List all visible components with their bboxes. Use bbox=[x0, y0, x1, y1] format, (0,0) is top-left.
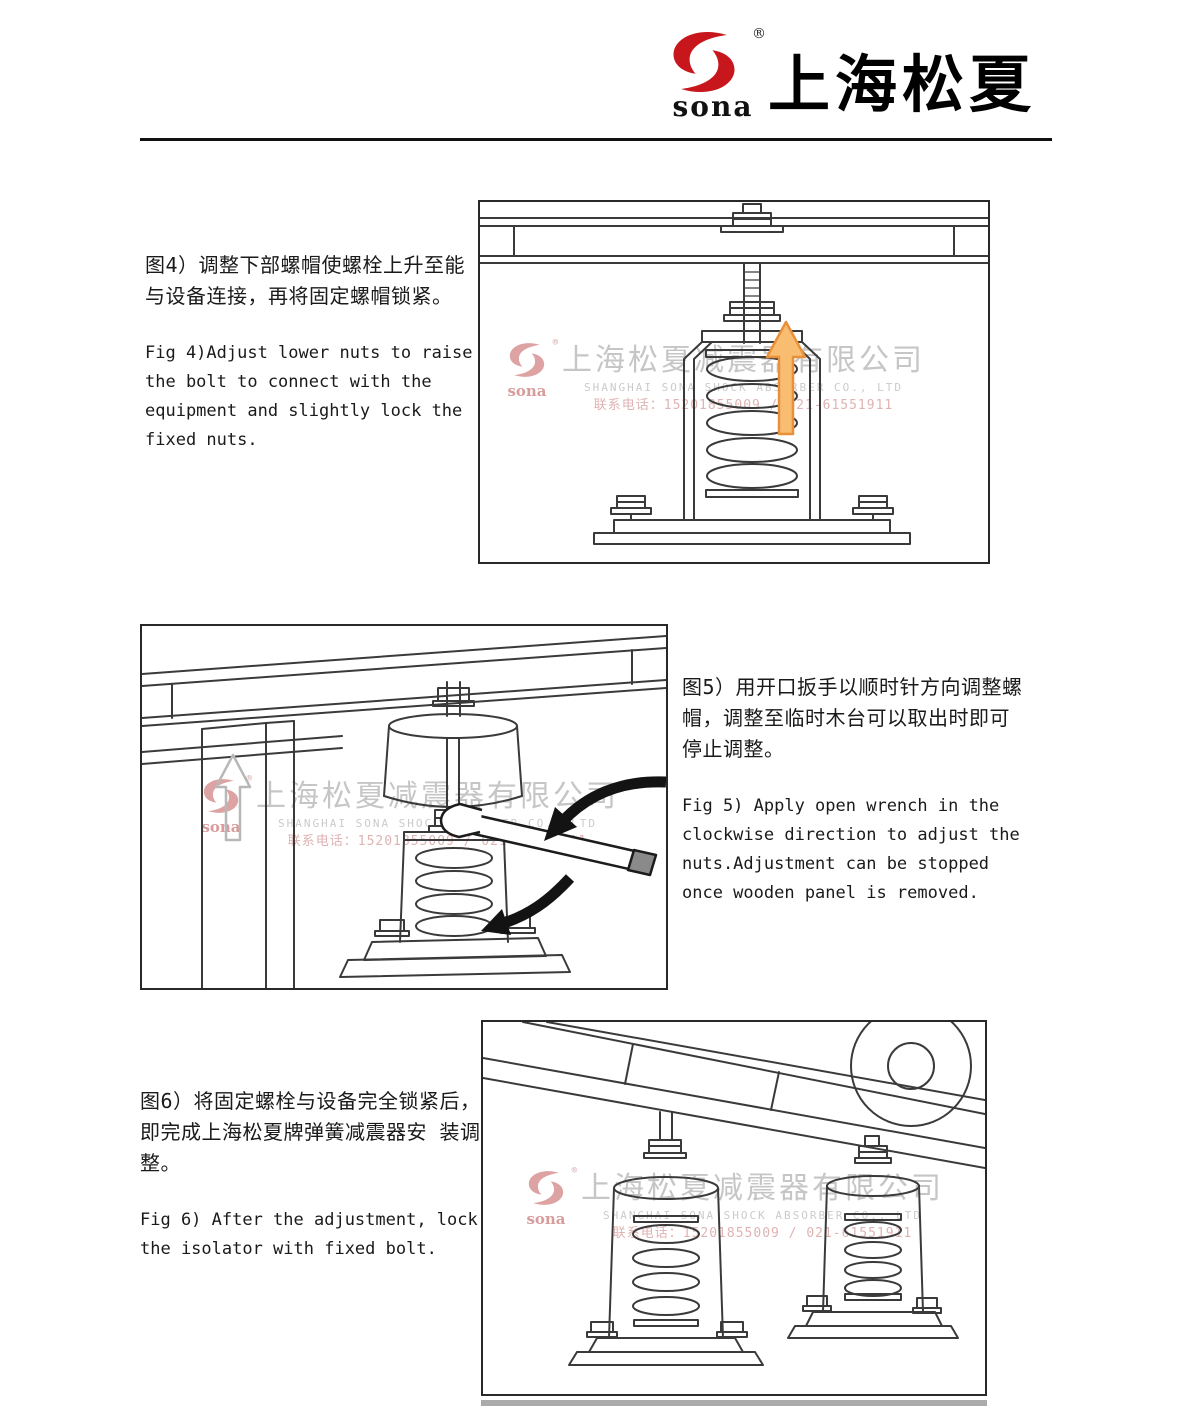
figure5-line-art bbox=[142, 635, 666, 988]
anchor-bolt-left bbox=[374, 919, 410, 937]
coil-spring bbox=[415, 847, 493, 937]
anchor-bolt-left bbox=[610, 495, 652, 521]
raise-direction-arrow bbox=[765, 320, 807, 436]
open-wrench bbox=[439, 802, 658, 877]
base-plate bbox=[339, 937, 571, 978]
figure4-drawing: ® sona 上海松夏减震器有限公司 SHANGHAI SONA SHOCK A… bbox=[478, 200, 990, 564]
anchor-bolt-right bbox=[852, 495, 894, 521]
registered-trademark: ® bbox=[752, 26, 766, 42]
figure4-caption: 图4）调整下部螺帽使螺栓上升至能与设备连接，再将固定螺帽锁紧。 Fig 4)Ad… bbox=[145, 250, 479, 455]
page-bottom-strip bbox=[481, 1400, 987, 1406]
adjusting-nuts bbox=[723, 301, 781, 322]
isolator-housing bbox=[383, 713, 523, 811]
figure6-line-art bbox=[483, 1022, 985, 1366]
top-bolt-nut bbox=[720, 203, 784, 233]
brand-name: 上海松夏 bbox=[768, 48, 1037, 121]
figure6-caption: 图6）将固定螺栓与设备完全锁紧后，即完成上海松夏牌弹簧减震器安 装调整。 Fig… bbox=[140, 1086, 484, 1264]
figure5-caption-en: Fig 5) Apply open wrench in the clockwis… bbox=[682, 796, 1020, 903]
figure5-caption: 图5）用开口扳手以顺时针方向调整螺帽，调整至临时木台可以取出时即可停止调整。 F… bbox=[682, 672, 1026, 908]
left-isolator bbox=[568, 1111, 764, 1366]
figure6-caption-zh: 图6）将固定螺栓与设备完全锁紧后，即完成上海松夏牌弹簧减震器安 装调整。 bbox=[140, 1089, 481, 1175]
machine-frame bbox=[483, 1022, 985, 1169]
wooden-post bbox=[201, 720, 295, 988]
figure4-caption-en: Fig 4)Adjust lower nuts to raise the bol… bbox=[145, 343, 473, 450]
figure5-caption-zh: 图5）用开口扳手以顺时针方向调整螺帽，调整至临时木台可以取出时即可停止调整。 bbox=[682, 675, 1023, 761]
figure5-drawing: ® sona 上海松夏减震器有限公司 SHANGHAI SONA SHOCK A… bbox=[140, 624, 668, 990]
tilted-beam bbox=[142, 635, 666, 765]
isolator-housing bbox=[683, 330, 821, 521]
header-divider bbox=[140, 138, 1052, 141]
figure6-drawing: ® sona 上海松夏减震器有限公司 SHANGHAI SONA SHOCK A… bbox=[481, 1020, 987, 1396]
coil-spring bbox=[706, 356, 798, 489]
raise-direction-arrow-outline bbox=[214, 753, 252, 842]
figure4-caption-zh: 图4）调整下部螺帽使螺栓上升至能与设备连接，再将固定螺帽锁紧。 bbox=[145, 253, 466, 308]
logo-wordmark: sona bbox=[672, 90, 754, 123]
sona-logo-icon bbox=[673, 32, 735, 92]
right-isolator bbox=[787, 1135, 959, 1339]
figure4-line-art bbox=[480, 203, 988, 545]
figure6-caption-en: Fig 6) After the adjustment, lock the is… bbox=[140, 1210, 478, 1259]
clockwise-rotation-arrows bbox=[481, 776, 666, 935]
base-plate bbox=[593, 519, 911, 545]
isolator-top-bolt bbox=[432, 681, 475, 717]
